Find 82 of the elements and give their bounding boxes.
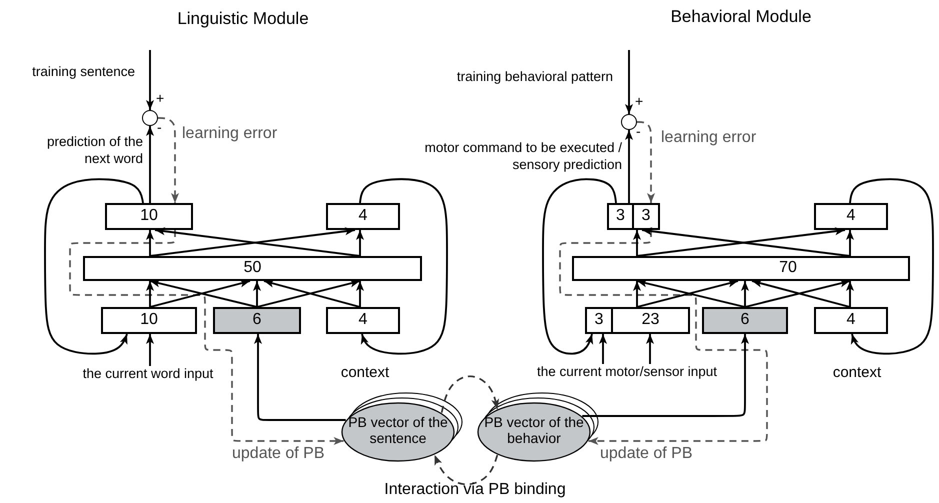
arrow <box>849 178 934 355</box>
arrow <box>146 334 154 366</box>
layer-box <box>101 307 197 334</box>
arrow <box>542 178 617 355</box>
pb-vector-ellipse <box>341 391 465 463</box>
arrow <box>599 334 607 364</box>
dashed-arrow <box>440 375 500 413</box>
arrow <box>146 126 154 203</box>
arrow <box>582 334 749 417</box>
arrow <box>625 130 633 203</box>
layer-box <box>632 203 660 230</box>
arrow <box>741 281 749 307</box>
layer-box <box>105 203 193 230</box>
layer-box <box>702 307 788 334</box>
caption: Interaction via PB binding <box>383 480 567 500</box>
layer-box <box>326 203 400 230</box>
layer-box <box>326 307 400 334</box>
input-label: training behavioral pattern <box>456 69 613 86</box>
arrow <box>146 281 154 307</box>
summing-junction <box>142 110 158 126</box>
input-label: the current motor/sensor input <box>520 364 734 382</box>
arrow <box>359 178 448 355</box>
layer-box <box>607 203 634 230</box>
unit-count: 6 <box>252 311 262 330</box>
input-label: the current word input <box>66 366 230 384</box>
unit-count: 23 <box>642 311 660 330</box>
layer-box <box>585 307 613 334</box>
edge-label: update of PB <box>600 444 693 464</box>
sign-label: + <box>156 90 164 108</box>
layer-box <box>213 307 301 334</box>
input-label: context <box>340 364 390 383</box>
sign-label: - <box>157 119 162 136</box>
arrow <box>356 281 364 307</box>
layer-box <box>572 256 910 281</box>
unit-count: 4 <box>358 311 368 330</box>
arrow <box>633 281 641 307</box>
arrow <box>646 334 654 364</box>
module-title: Behavioral Module <box>670 6 812 28</box>
unit-count: 4 <box>846 311 856 330</box>
unit-count: 10 <box>140 207 158 226</box>
sign-label: - <box>636 123 641 140</box>
unit-count: 50 <box>244 259 262 278</box>
arrow <box>254 334 346 421</box>
unit-count: 4 <box>846 207 856 226</box>
arrow <box>253 281 261 307</box>
unit-count: 70 <box>779 259 797 278</box>
edge-label: learning error <box>661 128 756 148</box>
dashed-arrow <box>559 230 768 445</box>
dashed-arrow <box>434 454 498 486</box>
dashed-arrow <box>158 117 179 203</box>
unit-count: 6 <box>740 311 750 330</box>
arrow <box>633 230 641 256</box>
dashed-arrow <box>637 121 655 203</box>
summing-junction <box>621 114 637 130</box>
edge-label: learning error <box>182 124 278 144</box>
arrow <box>356 230 364 256</box>
node-text: PB vector of the sentence <box>347 414 449 446</box>
input-label: training sentence <box>31 64 135 81</box>
layer-box <box>814 307 888 334</box>
arrow <box>44 178 144 355</box>
unit-count: 4 <box>358 207 368 226</box>
unit-count: 3 <box>594 311 604 330</box>
unit-count: 10 <box>140 311 158 330</box>
node-text: PB vector of the behavior <box>483 414 585 446</box>
module-title: Linguistic Module <box>176 8 310 30</box>
layer-box <box>814 203 888 230</box>
edge-label: update of PB <box>232 444 325 464</box>
unit-count: 3 <box>616 207 625 226</box>
unit-count: 3 <box>642 207 650 226</box>
edge-label: prediction of the next word <box>46 134 143 168</box>
input-label: context <box>832 364 882 383</box>
arrow <box>846 281 854 307</box>
arrow <box>846 230 854 256</box>
arrow <box>625 50 633 114</box>
arrow <box>146 50 154 110</box>
pb-vector-ellipse <box>477 391 601 463</box>
arrow <box>146 230 154 256</box>
layer-box <box>83 256 422 281</box>
edge-label: motor command to be executed / sensory prediction <box>424 140 622 174</box>
dashed-arrow <box>69 230 344 445</box>
sign-label: + <box>635 93 644 110</box>
layer-box <box>611 307 690 334</box>
